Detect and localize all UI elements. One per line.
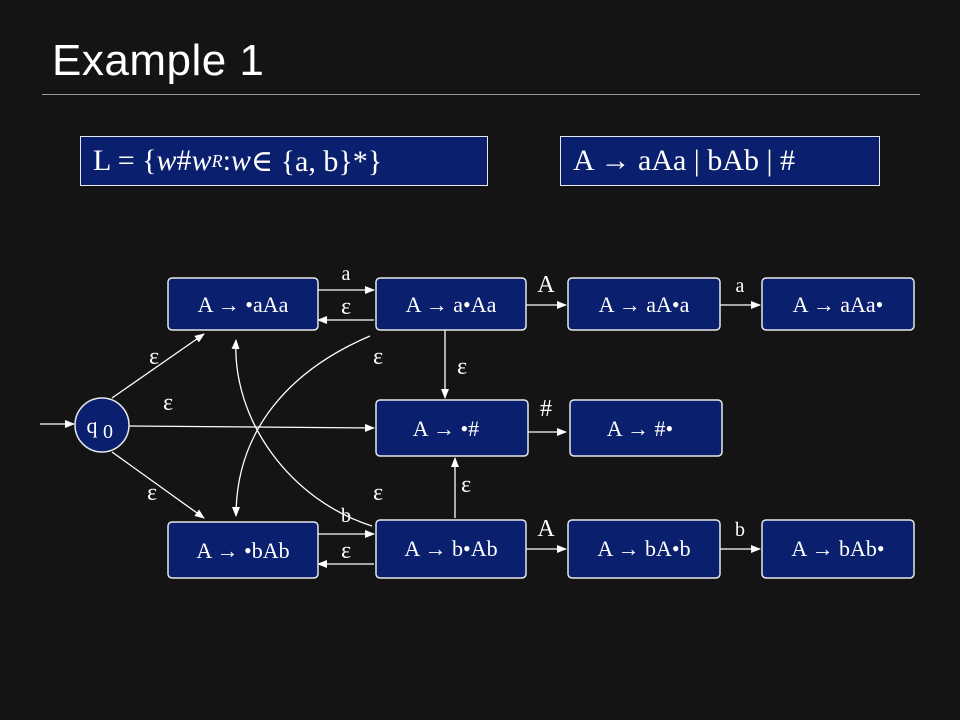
state-aAa-3-label: A → aAa•	[793, 292, 884, 317]
grammar-definition-box: A → aAa | bAb | #	[560, 136, 880, 186]
state-aAa-1: A → a•Aa	[375, 277, 527, 331]
state-bAb-3-label: A → bAb•	[791, 536, 884, 561]
lang-hash: #	[176, 144, 192, 177]
state-bAb-1-label: A → b•Ab	[404, 536, 497, 561]
state-bAb-2-label: A → bA•b	[597, 536, 690, 561]
start-state-label-main: q	[87, 413, 98, 438]
lang-suffix: ∈ {a, b}*}	[250, 144, 383, 178]
label-eps-bAb1-aAa0: ε	[373, 480, 383, 506]
state-hash-1: A → #•	[569, 399, 723, 457]
title-divider	[42, 94, 920, 95]
label-eps-aAa1-hash0: ε	[457, 354, 467, 380]
edge-q0-to-aAa0	[111, 333, 205, 399]
state-bAb-3: A → bAb•	[761, 519, 915, 579]
label-hash-hash0-hash1: #	[540, 396, 552, 422]
state-hash-0-label: A → •#	[413, 416, 479, 441]
label-eps-q0-aAa0: ε	[149, 344, 159, 370]
slide-title: Example 1	[52, 36, 265, 85]
label-eps-aAa1-bAb0: ε	[373, 344, 383, 370]
label-eps-bAb1-hash0: ε	[461, 472, 471, 498]
state-bAb-0: A → •bAb	[167, 521, 319, 579]
state-aAa-1-label: A → a•Aa	[406, 292, 497, 317]
state-bAb-1: A → b•Ab	[375, 519, 527, 579]
state-bAb-2: A → bA•b	[567, 519, 721, 579]
label-a-aAa0-aAa1: a	[342, 263, 351, 285]
label-eps-bAb1-bAb0: ε	[341, 538, 351, 564]
label-A-aAa1-aAa2: A	[537, 272, 555, 298]
edge-q0-to-hash0	[127, 423, 375, 432]
start-state-label-sub: 0	[103, 421, 113, 443]
lang-w1: w	[156, 144, 177, 177]
lang-w2: w	[191, 144, 212, 177]
lang-prefix: L = {	[93, 144, 157, 177]
state-hash-1-label: A → #•	[607, 416, 673, 441]
edge-bAb1-to-aAa0-curve	[231, 339, 373, 527]
lang-mid: :	[222, 144, 231, 177]
state-hash-0: A → •#	[375, 399, 529, 457]
state-aAa-0-label: A → •aAa	[198, 292, 289, 317]
state-aAa-0: A → •aAa	[167, 277, 319, 331]
state-aAa-2-label: A → aA•a	[599, 292, 690, 317]
label-A-bAb1-bAb2: A	[537, 516, 555, 542]
label-eps-q0-bAb0: ε	[147, 480, 157, 506]
start-state: q 0	[74, 397, 130, 453]
state-aAa-2: A → aA•a	[567, 277, 721, 331]
label-eps-aAa1-aAa0: ε	[341, 294, 351, 320]
label-a-aAa2-aAa3: a	[736, 275, 745, 297]
state-bAb-0-label: A → •bAb	[196, 538, 289, 563]
label-b-bAb2-bAb3: b	[735, 519, 745, 541]
lang-w3: w	[230, 144, 251, 177]
edge-q0-to-bAb0	[111, 451, 205, 519]
label-b-bAb0-bAb1: b	[341, 505, 351, 527]
label-eps-q0-hash0: ε	[163, 390, 173, 416]
state-aAa-3: A → aAa•	[761, 277, 915, 331]
edge-aAa1-to-bAb0-curve	[232, 335, 371, 517]
